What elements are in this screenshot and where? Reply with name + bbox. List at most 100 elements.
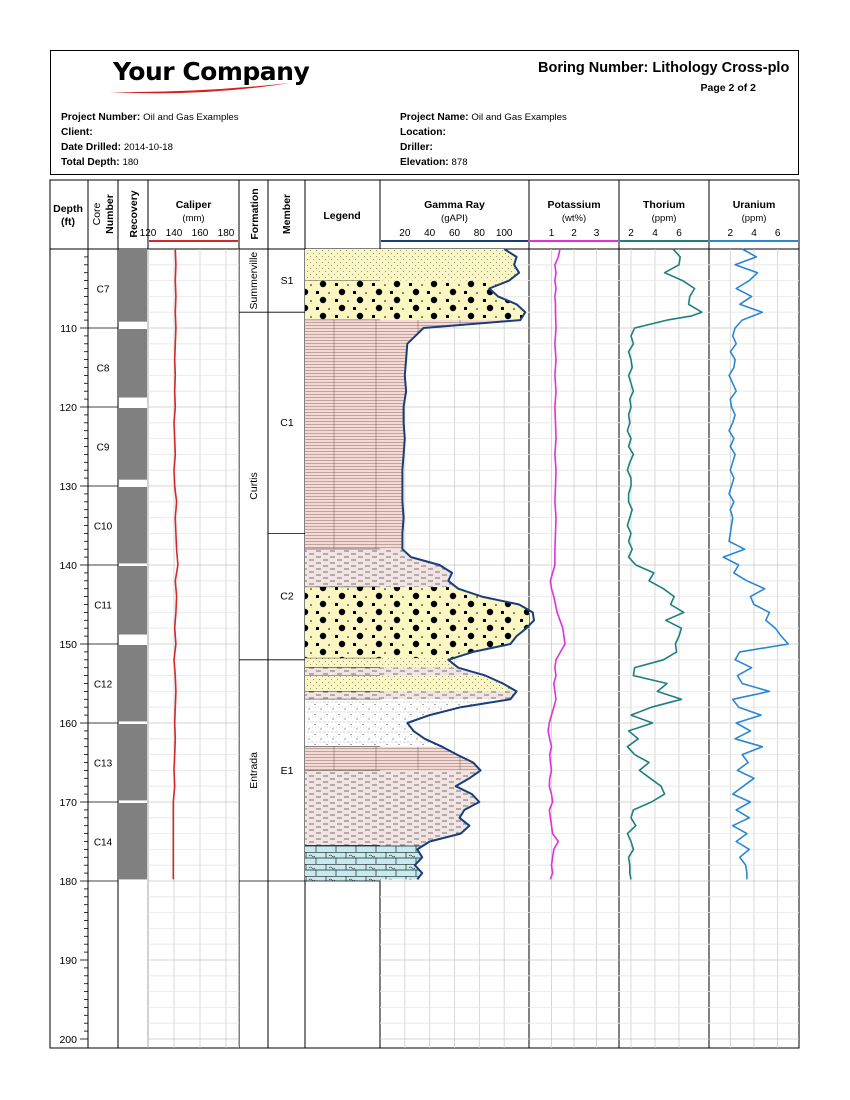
core-recovery-bar — [119, 250, 147, 322]
core-number-label: C8 — [97, 364, 110, 375]
core-recovery-bar — [119, 329, 147, 398]
gamma-ray-tick-label: 60 — [449, 228, 461, 239]
depth-tick-label: 190 — [59, 955, 77, 967]
core-number-label: C13 — [94, 759, 113, 770]
info-row: Driller: — [400, 142, 433, 153]
depth-tick-label: 200 — [59, 1034, 77, 1046]
depth-unit: (ft) — [61, 216, 75, 228]
boring-number-title: Boring Number: Lithology Cross-plo — [538, 60, 790, 76]
caliper-title: Caliper — [176, 199, 212, 211]
potassium-title: Potassium — [547, 199, 600, 211]
uranium-tick-label: 4 — [751, 228, 757, 239]
lithology-mudstone — [305, 691, 380, 700]
gamma-ray-curve — [401, 248, 535, 881]
thorium-curve — [626, 248, 703, 880]
gamma-ray-tick-label: 100 — [496, 228, 513, 239]
depth-tick-label: 130 — [59, 481, 77, 493]
depth-tick-label: 160 — [59, 718, 77, 730]
info-row: Project Name: Oil and Gas Examples — [400, 112, 567, 123]
depth-tick-label: 110 — [60, 323, 77, 335]
gamma-ray-tick-label: 20 — [399, 228, 411, 239]
uranium-tick-label: 6 — [775, 228, 781, 239]
gamma-ray-unit: (gAPI) — [441, 213, 468, 224]
member-label: S1 — [281, 275, 294, 287]
depth-tick-label: 180 — [59, 876, 77, 888]
info-row: Elevation: 878 — [400, 157, 468, 168]
lithology-mudstone — [305, 549, 380, 588]
formation-label: Entrada — [248, 752, 260, 789]
project-info-right: Project Name: Oil and Gas Examples Locat… — [400, 110, 567, 170]
potassium-tick-label: 3 — [594, 228, 600, 239]
thorium-tick-label: 6 — [676, 228, 682, 239]
caliper-tick-label: 140 — [166, 228, 183, 239]
core-number-label: C14 — [94, 838, 113, 849]
uranium-tick-label: 2 — [728, 228, 734, 239]
member-header: Member — [281, 194, 293, 234]
gamma-fill-silt — [380, 675, 529, 692]
core-number-label: C10 — [94, 522, 113, 533]
page-indicator: Page 2 of 2 — [700, 82, 756, 94]
info-row: Location: — [400, 127, 446, 138]
potassium-unit: (wt%) — [562, 213, 586, 224]
info-row: Total Depth: 180 — [61, 157, 139, 168]
core-header: Core — [91, 202, 103, 225]
core-recovery-bar — [119, 408, 147, 480]
caliper-tick-label: 180 — [218, 228, 235, 239]
core-recovery-bar — [119, 566, 147, 635]
core-recovery-bar — [119, 724, 147, 801]
logo-swoosh-icon — [109, 83, 290, 94]
caliper-tick-label: 160 — [192, 228, 209, 239]
depth-tick-label: 140 — [59, 560, 77, 572]
lithology-silt — [305, 249, 380, 281]
core-number-label: C7 — [97, 285, 110, 296]
lithology-sandstone — [305, 587, 380, 659]
lithology-shale — [305, 320, 380, 550]
caliper-tick-label: 120 — [140, 228, 157, 239]
depth-tick-label: 170 — [59, 797, 77, 809]
caliper-curve — [172, 248, 179, 880]
info-row: Project Number: Oil and Gas Examples — [61, 112, 239, 123]
thorium-tick-label: 4 — [652, 228, 658, 239]
info-row: Date Drilled: 2014-10-18 — [61, 142, 173, 153]
core-recovery-bar — [119, 487, 147, 564]
gamma-ray-tick-label: 40 — [424, 228, 436, 239]
legend-header: Legend — [323, 210, 360, 222]
lithology-sandy-shale — [305, 699, 380, 747]
grid-lines — [147, 249, 799, 1048]
report-header: Your Company Boring Number: Lithology Cr… — [50, 50, 799, 175]
core-number-label: C11 — [94, 601, 112, 612]
info-row: Client: — [61, 127, 93, 138]
gamma-fill-silt — [380, 249, 529, 281]
core-number-label: C12 — [94, 680, 113, 691]
depth-tick-label: 120 — [59, 402, 77, 414]
gamma-fill-mudstone — [380, 667, 529, 676]
thorium-title: Thorium — [643, 199, 685, 211]
thorium-unit: (ppm) — [652, 213, 677, 224]
potassium-tick-label: 1 — [549, 228, 555, 239]
depth-tick-label: 150 — [59, 639, 77, 651]
formation-label: Summerville — [248, 252, 260, 310]
lithology-mudstone — [305, 770, 380, 846]
gamma-fill-sandstone — [380, 587, 529, 659]
lithology-silt — [305, 675, 380, 692]
core-recovery-bar — [119, 645, 147, 722]
lithology-shale — [305, 746, 380, 771]
depth-axis: 110 120 130 140 150 160 170 180 190 200 — [59, 256, 88, 1046]
lithology-mudstone — [305, 667, 380, 676]
member-label: E1 — [281, 765, 294, 777]
lithology-legend-column — [305, 249, 380, 882]
lithology-silt — [305, 658, 380, 668]
gamma-ray-title: Gamma Ray — [424, 199, 485, 211]
core-header: Number — [104, 194, 116, 234]
formation-header: Formation — [249, 188, 261, 239]
caliper-unit: (mm) — [182, 213, 204, 224]
gamma-fill-mudstone — [380, 691, 529, 700]
potassium-curve — [547, 248, 566, 880]
core-number-label: C9 — [97, 443, 110, 454]
thorium-tick-label: 2 — [628, 228, 634, 239]
lithology-limestone — [305, 845, 380, 881]
depth-header: Depth — [53, 203, 83, 215]
